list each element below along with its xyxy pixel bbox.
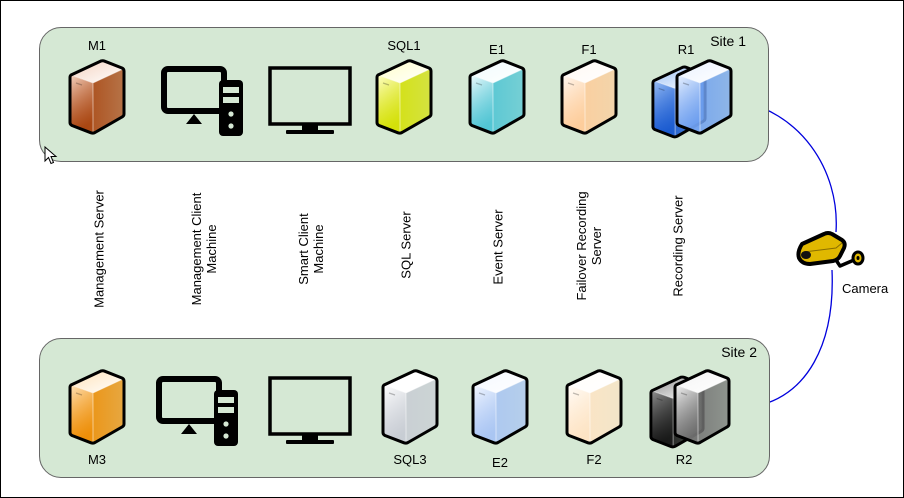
role-label-line: Machine xyxy=(204,224,219,274)
node-label-sql1: SQL1 xyxy=(387,38,421,53)
node-label-f2: F2 xyxy=(586,452,602,467)
site-1-label: Site 1 xyxy=(710,33,746,49)
node-label-e1: E1 xyxy=(489,42,505,57)
role-label-line: Event Server xyxy=(490,209,506,285)
node-label-e2: E2 xyxy=(492,455,508,470)
node-label-r1: R1 xyxy=(677,42,695,57)
role-label-line: Server xyxy=(589,226,604,266)
role-label-line: Smart Client xyxy=(296,213,311,285)
node-label-sql3: SQL3 xyxy=(393,452,427,467)
server-icon-m3[interactable] xyxy=(67,367,127,452)
site-2-label: Site 2 xyxy=(721,344,757,360)
server-icon-sql1[interactable] xyxy=(374,57,434,142)
role-label-line: Management Client xyxy=(189,192,204,306)
node-label-r2: R2 xyxy=(675,452,693,467)
server-icon-e1[interactable] xyxy=(467,57,527,142)
node-label-m3: M3 xyxy=(87,452,107,467)
desktop-computer-icon[interactable] xyxy=(160,66,246,141)
front-server-icon xyxy=(675,59,733,135)
role-label-line: Recording Server xyxy=(670,195,686,297)
mouse-cursor-icon xyxy=(44,145,58,171)
role-label-line: Failover Recording xyxy=(574,191,589,301)
server-icon-m1[interactable] xyxy=(67,57,127,142)
monitor-icon[interactable] xyxy=(267,376,353,451)
server-icon-sql3[interactable] xyxy=(380,367,440,452)
role-label-line: Machine xyxy=(311,224,326,274)
monitor-icon[interactable] xyxy=(267,66,353,141)
server-icon-f1[interactable] xyxy=(559,57,619,142)
role-label: Management Server xyxy=(92,190,107,308)
desktop-computer-icon[interactable] xyxy=(155,376,241,451)
server-icon-f2[interactable] xyxy=(564,367,624,452)
server-pair-icon-r2[interactable] xyxy=(648,367,744,449)
role-label-line: Management Server xyxy=(91,190,107,308)
role-label: Event Server xyxy=(491,209,506,284)
camera-icon[interactable] xyxy=(796,226,876,281)
role-label-line: SQL Server xyxy=(398,211,414,279)
server-pair-icon-r1[interactable] xyxy=(650,57,746,139)
node-label-m1: M1 xyxy=(87,38,107,53)
front-server-icon xyxy=(673,369,731,445)
node-label-f1: F1 xyxy=(581,42,597,57)
role-label: Recording Server xyxy=(671,195,686,296)
server-icon-e2[interactable] xyxy=(470,367,530,452)
role-label: SQL Server xyxy=(399,211,414,278)
camera-label: Camera xyxy=(842,281,889,296)
